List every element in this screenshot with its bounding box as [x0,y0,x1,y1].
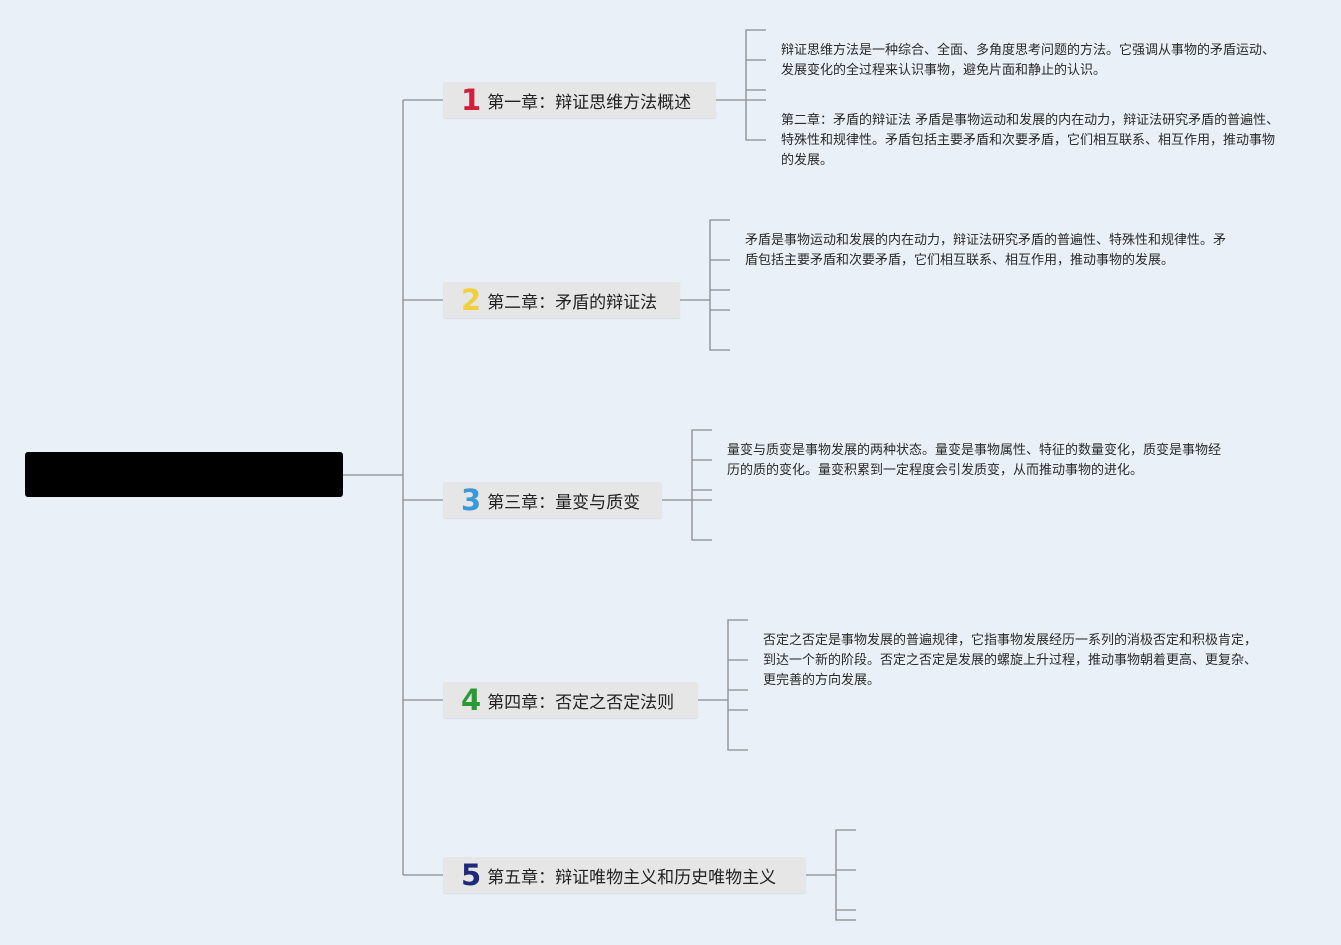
chapter-1-note-contradiction[interactable]: 第二章：矛盾的辩证法 矛盾是事物运动和发展的内在动力，辩证法研究矛盾的普遍性、特… [781,113,1280,168]
chapter-2-title: 第二章：矛盾的辩证法 [487,292,658,313]
chapter-4-number: 4 [461,682,482,717]
chapter-3-title: 第三章：量变与质变 [487,492,641,513]
chapter-1-topic[interactable]: 1 第一章：辩证思维方法概述 [443,82,716,118]
ch4-bracket [727,619,748,751]
chapter-2-topic[interactable]: 2 第二章：矛盾的辩证法 [443,282,680,318]
chapter-5-topic[interactable]: 5 第五章：辩证唯物主义和历史唯物主义 [443,857,806,893]
chapter-1-note-overview[interactable]: 辩证思维方法是一种综合、全面、多角度思考问题的方法。它强调从事物的矛盾运动、发展… [781,43,1276,78]
chapter-2-note[interactable]: 矛盾是事物运动和发展的内在动力，辩证法研究矛盾的普遍性、特殊性和规律性。矛盾包括… [745,233,1227,268]
chapter-4-topic[interactable]: 4 第四章：否定之否定法则 [443,682,698,718]
ch5-bracket [835,829,856,921]
root-topic[interactable] [25,452,343,497]
chapter-1-title: 第一章：辩证思维方法概述 [487,92,692,113]
chapter-3-number: 3 [461,482,482,517]
chapter-5-number: 5 [461,857,482,892]
chapter-4-title: 第四章：否定之否定法则 [487,692,675,713]
chapter-3-topic[interactable]: 3 第三章：量变与质变 [443,482,662,518]
chapter-1-number: 1 [461,82,482,117]
chapter-3-note[interactable]: 量变与质变是事物发展的两种状态。量变是事物属性、特征的数量变化，质变是事物经历的… [727,443,1222,478]
ch1-bracket [745,29,766,141]
chapter-4-note[interactable]: 否定之否定是事物发展的普遍规律，它指事物发展经历一系列的消极否定和积极肯定，到达… [763,633,1258,688]
chapter-2-number: 2 [461,282,482,317]
ch3-bracket [691,429,712,541]
chapter-5-title: 第五章：辩证唯物主义和历史唯物主义 [487,867,777,888]
ch2-bracket [709,219,730,351]
